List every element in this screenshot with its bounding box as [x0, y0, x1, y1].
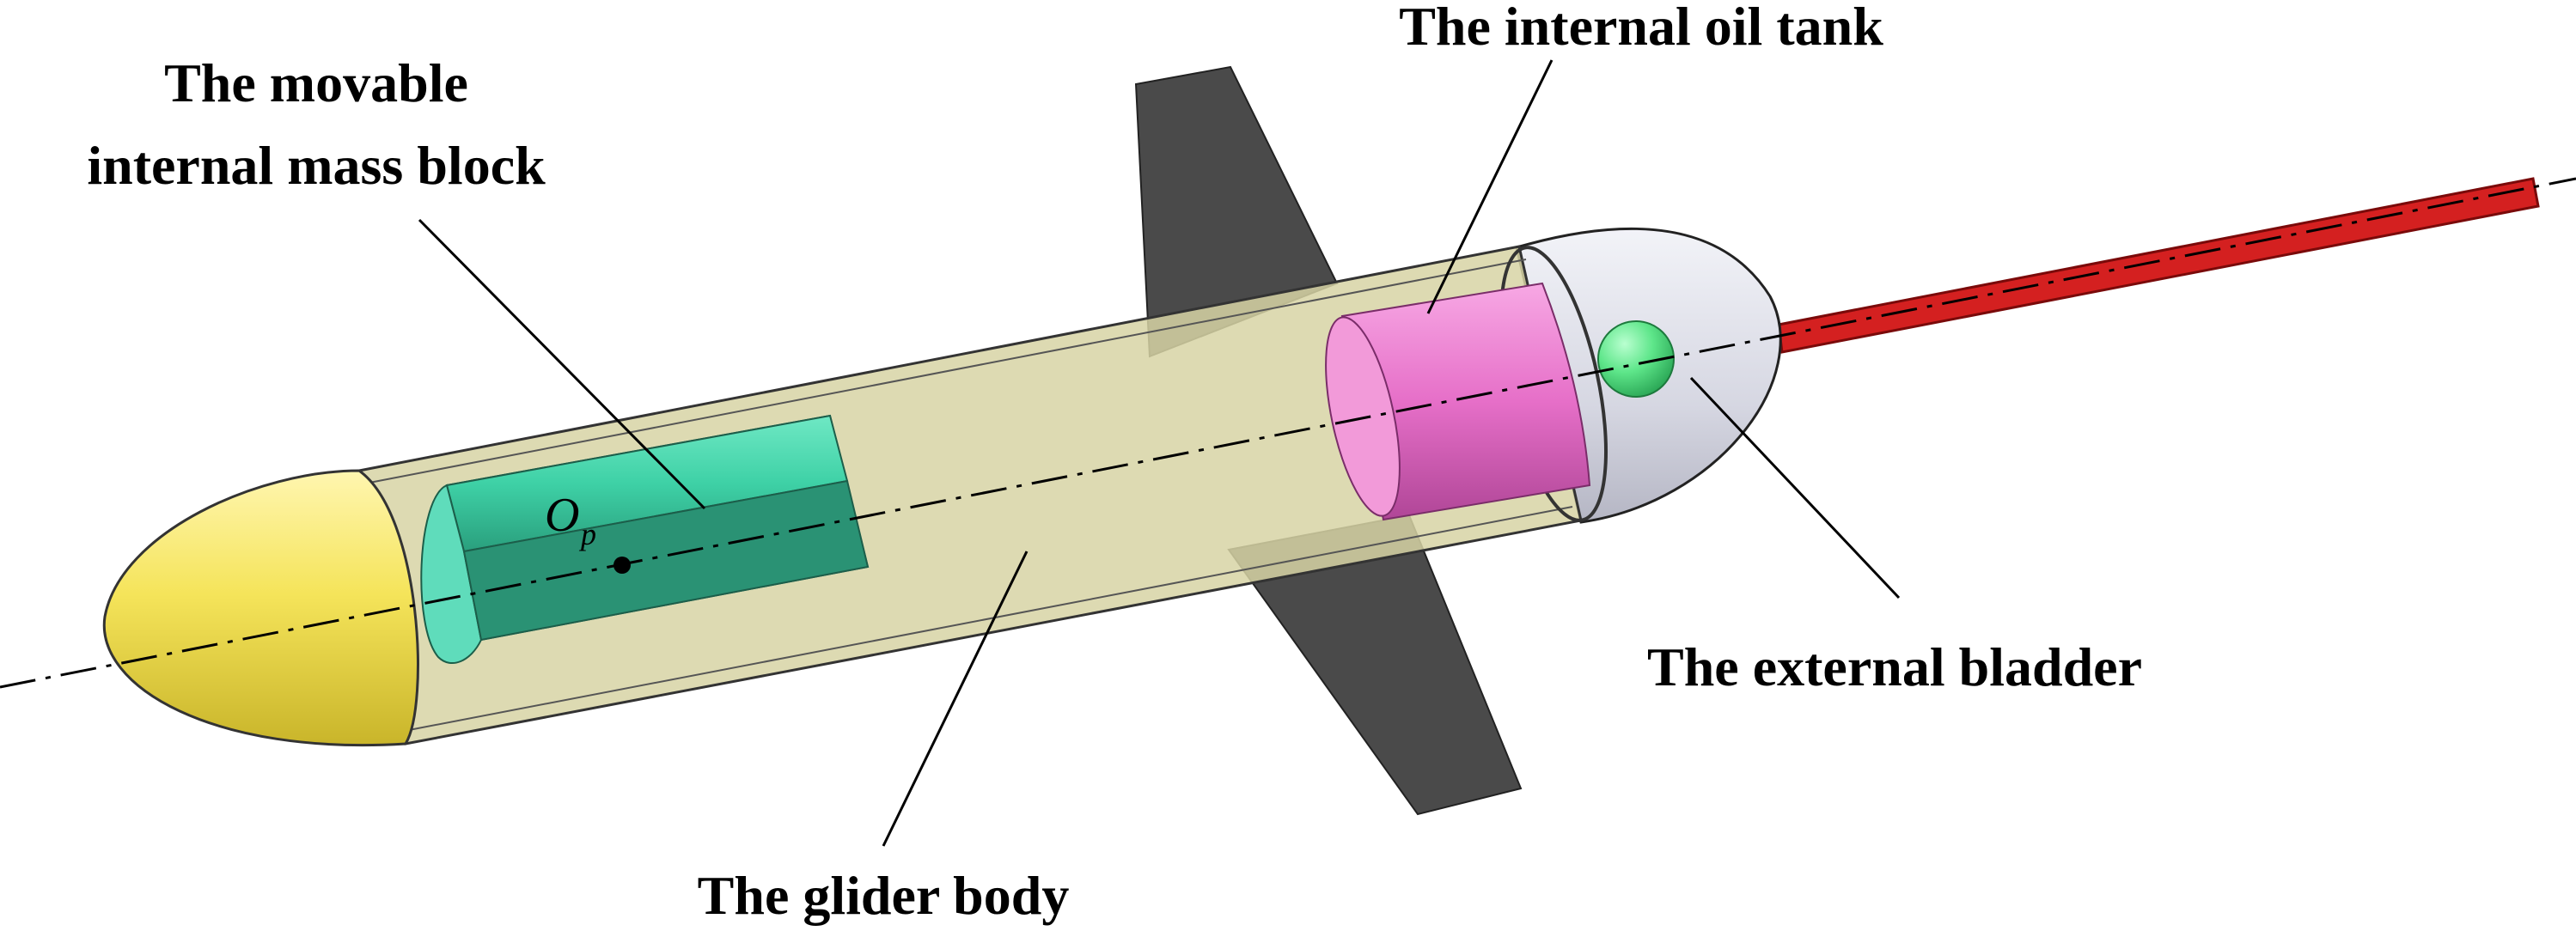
- leader-glider-body: [882, 551, 1029, 847]
- center-axis: [0, 177, 2576, 689]
- origin-subscript: p: [578, 517, 596, 551]
- leader-mass-block: [418, 218, 706, 510]
- leader-bladder: [1689, 376, 1901, 599]
- origin-point: [613, 557, 631, 574]
- body-edge-bottom: [408, 506, 1573, 731]
- label-mass-block-line1: The movable: [164, 52, 468, 113]
- label-oil-tank: The internal oil tank: [1399, 0, 1883, 57]
- antenna: [1777, 177, 2540, 354]
- external-bladder: [1597, 320, 1675, 398]
- label-external-bladder: The external bladder: [1647, 636, 2142, 697]
- oil-tank-face: [1325, 316, 1401, 517]
- leader-oil-tank: [1426, 59, 1554, 314]
- label-glider-body: The glider body: [698, 865, 1070, 926]
- oil-tank-body: [1340, 282, 1591, 521]
- mass-block-end: [420, 484, 483, 665]
- origin-symbol: O: [545, 489, 579, 542]
- nose-cone: [102, 469, 419, 747]
- body-edge-top: [369, 259, 1527, 484]
- label-mass-block-line2: internal mass block: [87, 135, 546, 196]
- mass-block-bottom: [462, 479, 870, 642]
